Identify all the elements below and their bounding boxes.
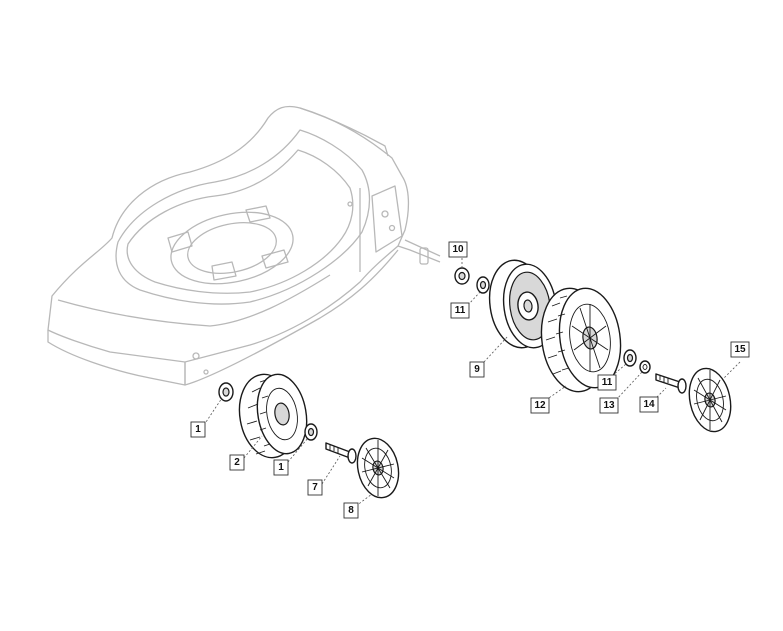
callout-label: 1 bbox=[278, 462, 284, 473]
callout-label: 12 bbox=[534, 400, 546, 411]
callout-label: 11 bbox=[455, 305, 466, 316]
bolt-part-14 bbox=[655, 373, 687, 394]
spacer-part-13 bbox=[639, 360, 651, 374]
callout-1-left: 1 bbox=[190, 421, 206, 438]
callout-11-lower: 11 bbox=[597, 374, 617, 391]
callout-8: 8 bbox=[343, 502, 359, 519]
mower-deck bbox=[47, 105, 441, 386]
washer-part-1-left bbox=[218, 382, 234, 402]
nut-part-10 bbox=[454, 267, 470, 285]
callout-9: 9 bbox=[469, 361, 485, 378]
drive-gear-part-9 bbox=[488, 259, 558, 349]
callout-label: 1 bbox=[195, 424, 201, 435]
callout-13: 13 bbox=[599, 397, 619, 414]
leader-lines bbox=[203, 258, 741, 507]
washer-part-11-lower bbox=[623, 349, 637, 367]
callout-label: 8 bbox=[348, 505, 354, 516]
callout-15: 15 bbox=[730, 341, 750, 358]
callout-label: 11 bbox=[602, 377, 613, 388]
callout-label: 7 bbox=[312, 482, 318, 493]
hubcap-part-8 bbox=[356, 437, 400, 499]
callout-1-right: 1 bbox=[273, 459, 289, 476]
callout-label: 13 bbox=[603, 400, 615, 411]
callout-label: 15 bbox=[734, 344, 746, 355]
callout-2: 2 bbox=[229, 454, 245, 471]
callout-12: 12 bbox=[530, 397, 550, 414]
callout-label: 9 bbox=[474, 364, 480, 375]
callout-10: 10 bbox=[448, 241, 468, 258]
washer-part-1-right bbox=[304, 423, 318, 441]
callout-11-upper: 11 bbox=[450, 302, 470, 319]
wheel-part-2 bbox=[238, 373, 308, 459]
washer-part-11-upper bbox=[476, 276, 490, 294]
wheel-part-12 bbox=[540, 287, 622, 393]
callout-14: 14 bbox=[639, 396, 659, 413]
callout-7: 7 bbox=[307, 479, 323, 496]
callout-label: 2 bbox=[234, 457, 240, 468]
callout-label: 10 bbox=[452, 244, 464, 255]
hubcap-part-15 bbox=[688, 367, 732, 433]
bolt-part-7 bbox=[325, 442, 357, 464]
callout-label: 14 bbox=[643, 399, 655, 410]
